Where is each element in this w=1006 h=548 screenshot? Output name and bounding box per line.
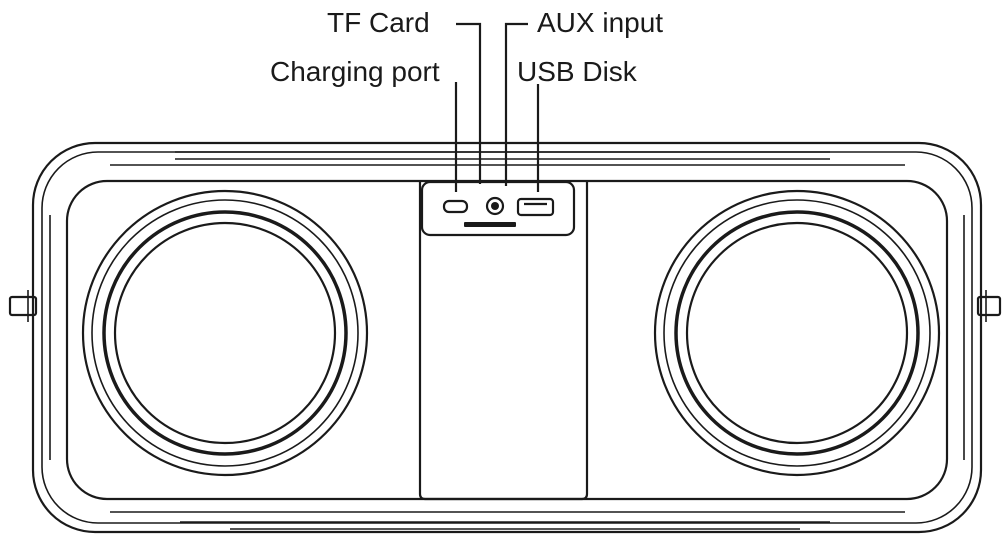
outer-shell [31,141,983,534]
tf-card-label: TF Card [327,7,430,38]
right-speaker-outer-ring [653,189,941,477]
leader-lines [454,22,540,192]
speaker-body [31,141,983,534]
right-speaker [653,189,941,477]
charging-port-label: Charging port [270,56,440,87]
usb-port-icon [516,197,555,217]
aux-jack-outer-icon [485,196,505,216]
center-column-outline [418,181,589,501]
aux-jack-inner-icon [491,202,499,210]
aux-input-leader [504,22,528,186]
usb-disk-label: USB Disk [517,56,637,87]
left-speaker-cone [113,221,337,445]
aux-input-label: AUX input [537,7,664,38]
tf-card-leader [456,22,482,184]
right-speaker-surround [674,210,920,456]
right-speaker-cone [685,221,909,445]
ports [442,196,555,227]
charging-port-icon [442,199,469,214]
left-speaker-outer-ring [81,189,369,477]
left-speaker [81,189,369,477]
left-strap-lug [8,295,38,317]
left-speaker-mid-ring [91,199,359,467]
center-column [418,180,589,501]
strap-lugs [8,290,1002,322]
tf-card-slot-icon [464,222,516,227]
port-panel [420,180,576,237]
right-strap-lug [976,295,1002,317]
left-speaker-surround [102,210,348,456]
right-speaker-mid-ring [663,199,931,467]
